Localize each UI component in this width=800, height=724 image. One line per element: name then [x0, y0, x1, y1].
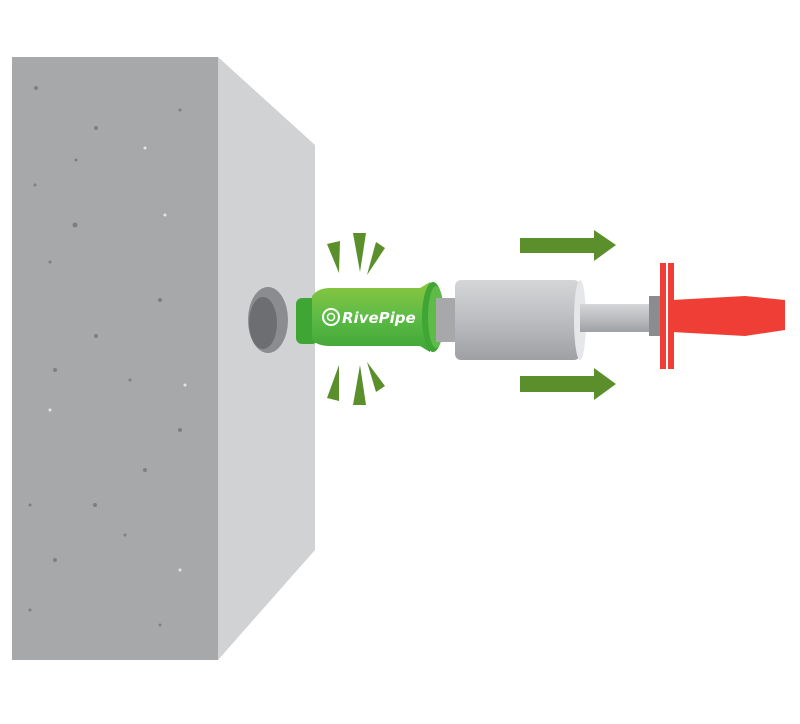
wall-side-face [218, 57, 315, 660]
handle-grip [672, 296, 785, 336]
direction-arrow-bottom [520, 368, 616, 400]
tool-cylinder [455, 280, 580, 360]
concrete-wall [12, 57, 315, 660]
tool-rod [580, 304, 652, 332]
rivepipe-liner-pipe: RivePipe [296, 282, 444, 352]
burst-marks-top [327, 233, 385, 275]
handle-flange [660, 263, 666, 369]
burst-marks-bottom [327, 362, 385, 405]
rivepipe-logo: RivePipe [322, 308, 416, 327]
rivepipe-logo-text: RivePipe [342, 309, 416, 327]
logo-ring-icon [322, 308, 340, 326]
pulling-tool [436, 280, 661, 360]
direction-arrow-top [520, 230, 616, 261]
concrete-speckles [28, 86, 187, 627]
wall-front-face [12, 57, 218, 660]
wall-hole-inner [249, 297, 277, 349]
red-handle [660, 263, 785, 369]
